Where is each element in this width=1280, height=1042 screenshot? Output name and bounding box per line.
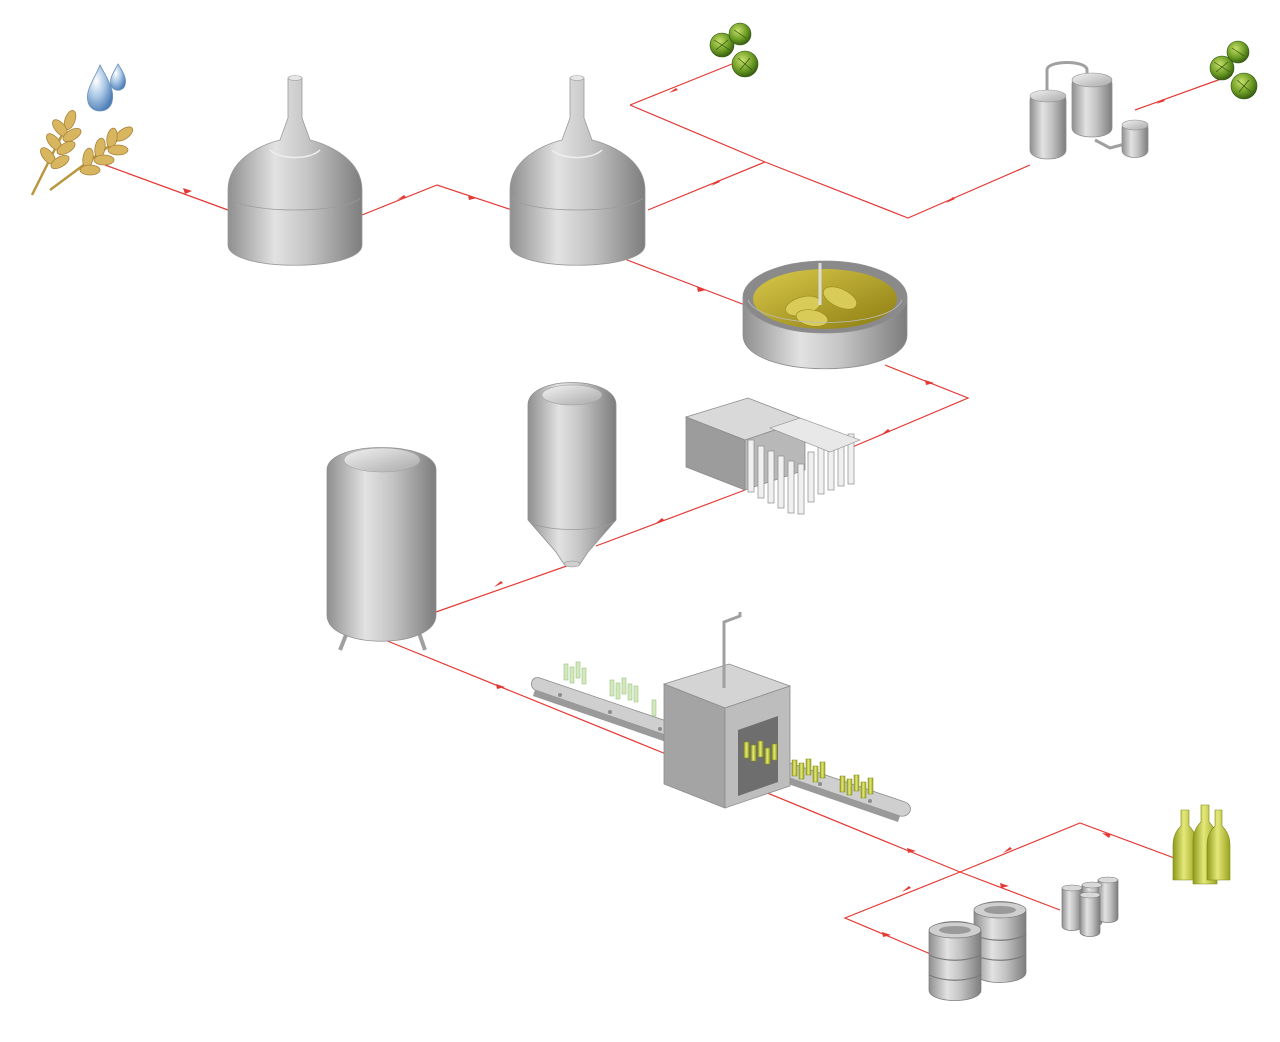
bottling-machine-icon — [530, 612, 911, 822]
conical-fermenter-icon — [527, 382, 617, 568]
storage-tank-icon — [326, 447, 437, 651]
heat-exchanger-icon — [684, 397, 861, 515]
hop-extraction-vessels-icon — [1029, 61, 1149, 160]
beer-bottles-icon — [1172, 804, 1231, 885]
whirlpool-tank-icon — [742, 260, 908, 370]
hops-icon — [1209, 40, 1258, 100]
mash-tun-kettle-icon — [227, 75, 363, 266]
kegs-icon — [928, 901, 1027, 1001]
process-flow-lines — [104, 63, 1233, 959]
hops-icon — [709, 22, 759, 78]
flow-arrows — [183, 88, 1165, 937]
beer-cans-icon — [1061, 876, 1119, 937]
brew-kettle-icon — [509, 75, 646, 266]
grain-and-water-icon — [30, 63, 134, 196]
